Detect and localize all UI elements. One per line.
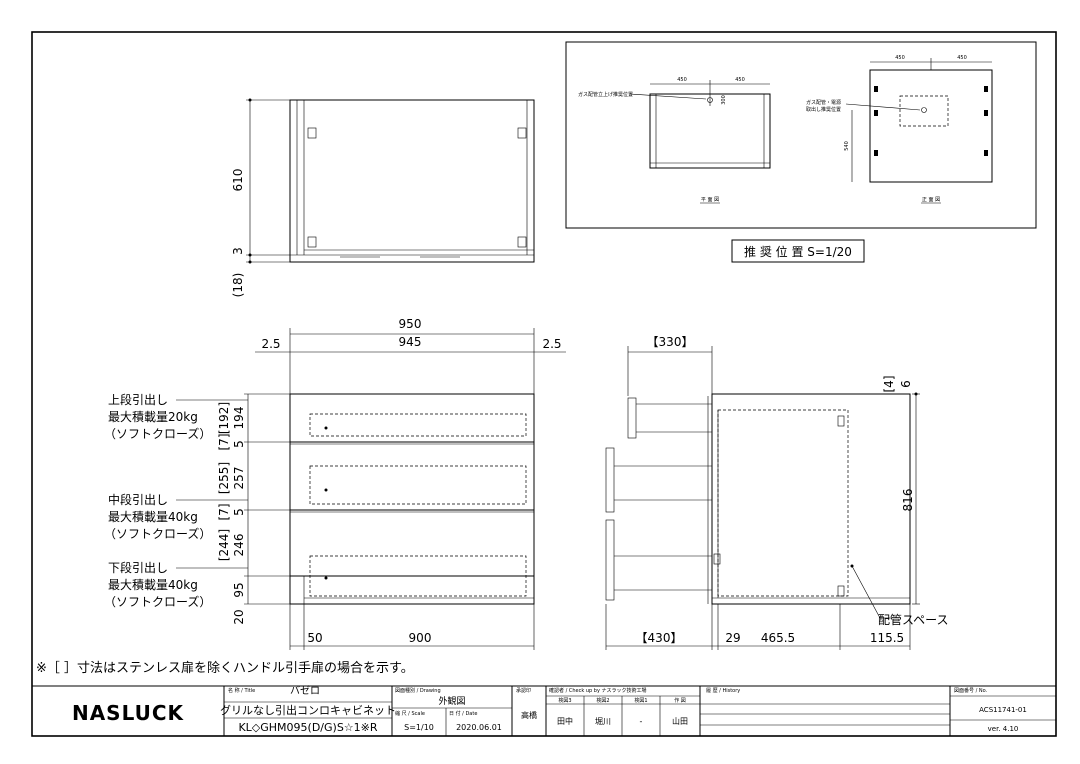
drawer-2-inner (309, 465, 527, 505)
drawer-3-load: 最大積載量40kg (108, 577, 198, 592)
approve-label: 承認印 (516, 687, 531, 694)
dim-244: [244] (217, 529, 231, 561)
dim-20: 20 (232, 609, 246, 624)
check-name-4: 山田 (672, 716, 688, 726)
check-col-2: 検図2 (596, 697, 609, 704)
front-dim-left: 450 (895, 55, 905, 61)
number-label: 図面番号 / No. (954, 687, 988, 694)
drawer-2-type: （ソフトクローズ） (104, 526, 211, 541)
drawer-1-type: （ソフトクローズ） (104, 426, 211, 441)
scale-label: 縮 尺 / Scale (395, 710, 425, 717)
dim-194: 194 (232, 407, 246, 430)
side-dim-115: 115.5 (870, 631, 904, 645)
side-top4-dim: [4] (882, 376, 896, 393)
check-label: 確認者 / Check up by ナスラック技術工場 (549, 687, 647, 694)
check-col-4: 作 図 (674, 697, 686, 704)
side-dim-29: 29 (725, 631, 740, 645)
dim-7a: [7] (217, 434, 231, 451)
check-name-3: - (640, 717, 643, 726)
bracket-note: ※［ ］寸法はステンレス扉を除くハンドル引手扉の場合を示す。 (36, 660, 414, 676)
plan-dim-left: 450 (677, 77, 687, 83)
check-name-2: 堀川 (595, 717, 611, 726)
title-model: KL◇GHM095(D/G)S☆1※R (238, 721, 377, 734)
nasluck-logo: NASLUCK (72, 701, 185, 725)
front-inner-width: 945 (399, 335, 422, 349)
recommend-position-box: 450 450 300 ガス配管立上げ推奨位置 平 面 図 450 450 54… (565, 41, 1037, 263)
front-side-left: 2.5 (261, 337, 280, 351)
plan-caption: 平 面 図 (701, 197, 719, 203)
title-subtitle: グリルなし引出コンロキャビネット (220, 703, 396, 717)
front-total-width: 950 (399, 317, 422, 331)
dim-257: 257 (232, 467, 246, 490)
approver-name: 高橋 (521, 710, 537, 720)
front-label-1: ガス配管・電源 (806, 99, 841, 106)
plan-gas-label: ガス配管立上げ推奨位置 (578, 91, 633, 98)
date-label: 日 付 / Date (449, 710, 477, 717)
drawer-3-name: 下段引出し (108, 560, 168, 575)
drawer-2-load: 最大積載量40kg (108, 509, 198, 524)
side-view: 【330】 【430】 29 465.5 115.5 816 [4] 6 配管ス… (605, 335, 949, 650)
title-name-label: 名 称 / Title (228, 687, 255, 694)
date-value: 2020.06.01 (456, 723, 502, 732)
front-view: 950 945 2.5 2.5 50 900 194 [192] [7] 5 2… (104, 317, 566, 650)
drawer-3-type: （ソフトクローズ） (104, 594, 211, 609)
side-height-dim: 816 (901, 489, 915, 512)
side-top-bracket: 【330】 (647, 335, 694, 349)
title-name: バゼロ (290, 685, 320, 697)
drawing-label: 図面種別 / Drawing (395, 687, 441, 694)
dim-5b: 5 (232, 508, 246, 516)
recommend-title-box (731, 239, 865, 263)
drawer-2-name: 中段引出し (108, 492, 168, 507)
front-cabinet-outline (289, 393, 535, 605)
dim-192: [192] (217, 402, 231, 434)
side-cabinet-outline (711, 393, 911, 605)
pipe-space-label: 配管スペース (878, 612, 949, 627)
side-dim-465: 465.5 (761, 631, 795, 645)
drawing-number: ACS11741-01 (979, 706, 1027, 714)
front-bottom-left: 50 (307, 631, 322, 645)
dim-5a: 5 (232, 440, 246, 448)
drawer-1-inner (309, 413, 527, 437)
dim-255: [255] (217, 462, 231, 494)
dim-7b: [7] (217, 504, 231, 521)
top-depth-dim: 610 (231, 169, 245, 192)
top-gap-dim: 3 (231, 247, 245, 255)
front-bottom-inner: 900 (409, 631, 432, 645)
side-bottom-bracket: 【430】 (636, 631, 683, 645)
scale-value: S=1/10 (404, 723, 434, 732)
check-name-1: 田中 (557, 716, 573, 726)
top-view: 610 3 (18) (231, 98, 535, 298)
check-col-1: 検図3 (558, 697, 571, 704)
history-label: 履 歴 / History (706, 688, 740, 694)
drawer-1-load: 最大積載量20kg (108, 409, 198, 424)
check-col-3: 検図1 (634, 697, 647, 704)
top-bottom-dim: (18) (231, 273, 245, 298)
drawing-version: ver. 4.10 (988, 725, 1019, 733)
title-block: NASLUCK 名 称 / Title バゼロ グリルなし引出コンロキャビネット… (31, 685, 1057, 737)
plan-dim-right: 450 (735, 77, 745, 83)
side-top6-dim: 6 (899, 380, 913, 388)
plan-small-dim: 300 (721, 95, 727, 105)
front-caption: 正 面 図 (922, 197, 940, 203)
drawer-1-name: 上段引出し (108, 392, 168, 407)
front-height-dim: 540 (844, 141, 850, 151)
front-dim-right: 450 (957, 55, 967, 61)
front-label-2: 取出し推奨位置 (806, 106, 841, 113)
recommend-title: 推 奨 位 置 S=1/20 (744, 244, 852, 259)
front-side-right: 2.5 (542, 337, 561, 351)
dim-246: 246 (232, 534, 246, 557)
drawer-3-inner (309, 555, 527, 597)
top-view-outline (289, 99, 535, 263)
drawing-type: 外観図 (438, 695, 465, 707)
dim-95: 95 (232, 582, 246, 597)
